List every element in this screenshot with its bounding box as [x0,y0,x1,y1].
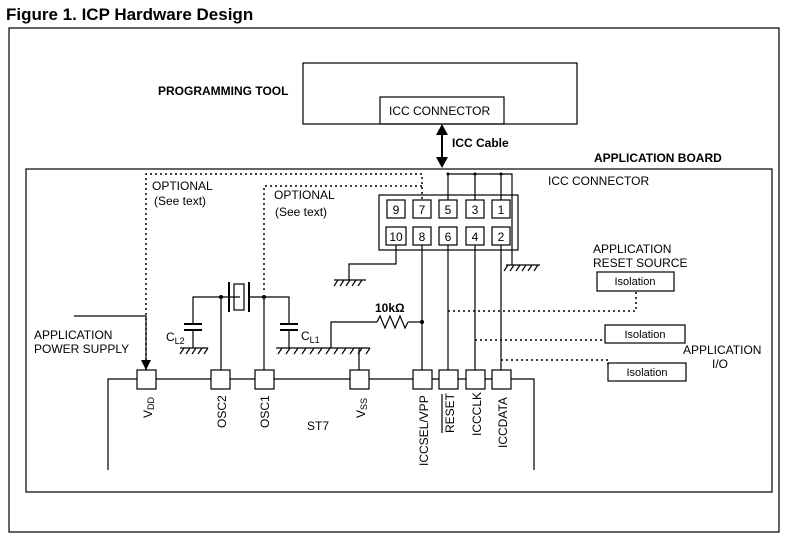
header-pin-10-label: 10 [389,230,403,244]
header-pin-6-label: 6 [445,230,452,244]
chip-pin-vss [349,369,370,390]
data-isolation-dotted-line [501,359,609,366]
header-pin-9-label: 9 [393,203,400,217]
pin-label-osc2: OSC2 [215,395,229,428]
tool-icc-connector-label: ICC CONNECTOR [389,104,490,118]
pin-label-vdd: VDD [141,396,156,418]
isolation-box-reset [596,271,675,292]
capacitor-cl1-icon [280,316,298,348]
resistor-left-wire [330,321,377,348]
cable-arrow-down-icon [436,157,448,168]
osc1-cap-wire [249,296,290,316]
reset-source-label-1: APPLICATION [593,242,671,256]
isolation-label-2: Isolation [625,329,666,341]
reset-source-label-2: RESET SOURCE [593,256,687,270]
header-bottom-row: 10 8 6 4 2 [385,226,511,246]
junction-dot [473,172,477,176]
vdd-arrow-icon [141,360,151,370]
header-pin-3-label: 3 [472,203,479,217]
chip-pin-vdd [136,369,157,390]
st7-chip-label: ST7 [307,419,329,433]
pin-label-iccsel: ICCSEL/VPP [417,395,431,466]
application-board-box [25,168,773,493]
capacitor-cl2-icon [179,316,209,355]
junction-dot [420,320,424,324]
chip-pin-osc1 [254,369,275,390]
header-pin-8-label: 8 [419,230,426,244]
resistor-label: 10kΩ [375,301,405,315]
isolation-box-data [607,362,687,382]
junction-dot [219,295,223,299]
see-text-label-1: (See text) [154,194,206,208]
isolation-label-3: Isolation [627,367,668,379]
chip-pin-reset [438,369,459,390]
isolation-box-clk [604,324,686,344]
cable-arrow-up-icon [436,124,448,135]
ground-symbol-icon [503,264,540,272]
power-supply-label-2: POWER SUPPLY [34,342,129,356]
header-pin-1-label: 1 [498,203,505,217]
optional-vdd-dotted-line [145,173,423,375]
isolation-label-1: Isolation [615,276,656,288]
resistor-10k-icon [376,314,409,330]
header-pin-2-label: 2 [498,230,505,244]
header-pin-4-label: 4 [472,230,479,244]
app-io-label-1: APPLICATION [683,343,761,357]
power-supply-label-1: APPLICATION [34,328,112,342]
application-board-label: APPLICATION BOARD [594,151,722,165]
chip-pin-osc2 [210,369,231,390]
outer-frame [8,27,780,533]
header-pin-9 [386,199,406,219]
chip-pin-iccsel [412,369,433,390]
ground-symbol-icon [333,279,366,287]
junction-dot [446,172,450,176]
figure-title: Figure 1. ICP Hardware Design [6,5,253,24]
header-pin-7 [412,199,432,219]
pin-label-vss: VSS [354,398,369,418]
ground-wire-right [501,173,513,265]
reset-isolation-dotted-line [448,291,637,312]
pin-label-iccdata: ICCDATA [496,397,510,448]
programming-tool-label: PROGRAMMING TOOL [158,84,288,98]
chip-pin-iccclk [465,369,486,390]
see-text-label-2: (See text) [275,205,327,219]
cl1-label: CL1 [301,329,320,345]
vdd-supply-wire [74,315,147,362]
header-pin-5-label: 5 [445,203,452,217]
header-top-row: 9 7 5 3 1 [386,199,511,219]
icc-cable-label: ICC Cable [452,136,509,150]
ground-symbol-icon [276,347,371,355]
cl2-label: CL2 [166,330,185,346]
osc2-cap-wire [192,296,240,316]
pin10-ground-wire [348,245,397,280]
pin-label-reset: RESET [443,392,457,433]
pin-label-iccclk: ICCCLK [470,392,484,436]
pin-label-osc1: OSC1 [258,395,272,428]
st7-chip-outline [107,378,535,470]
board-icc-connector-label: ICC CONNECTOR [548,174,649,188]
header-pin-7-label: 7 [419,203,426,217]
chip-pin-iccdata [491,369,512,390]
junction-dot [262,295,266,299]
optional-label-1: OPTIONAL [152,179,213,193]
optional-label-2: OPTIONAL [274,188,335,202]
app-io-label-2: I/O [712,357,728,371]
